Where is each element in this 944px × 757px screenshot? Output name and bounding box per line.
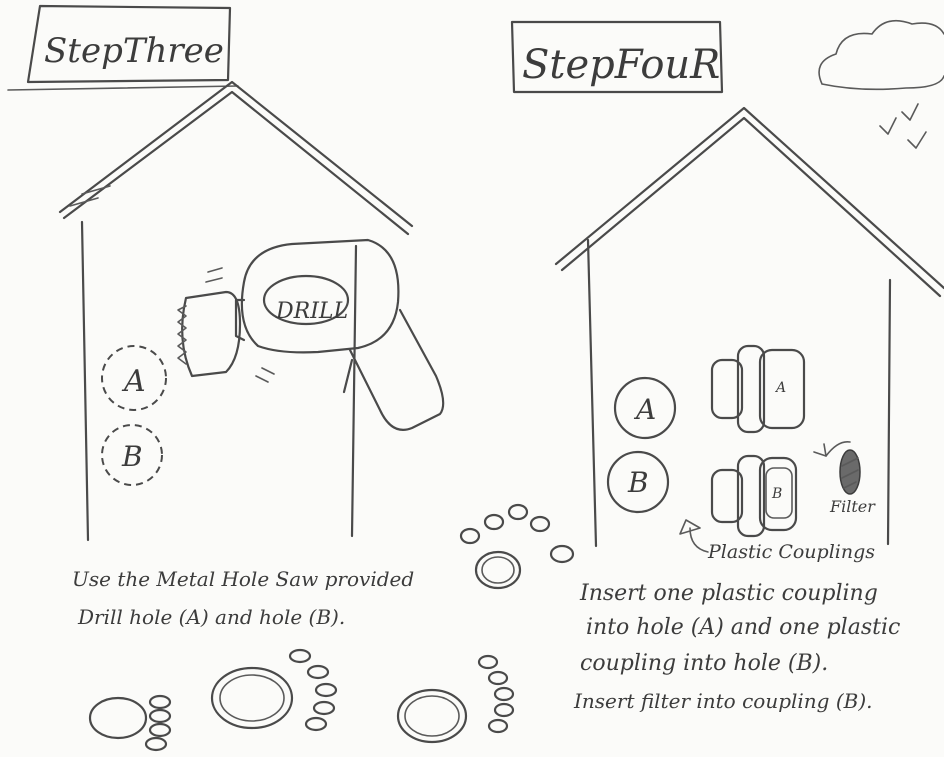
drill-icon — [178, 240, 443, 430]
filter-label: Filter — [829, 497, 876, 516]
step-four-caption-line1: Insert one plastic coupling — [579, 581, 878, 606]
step-three-hole-b-label: B — [121, 440, 143, 473]
birds-icon — [880, 104, 926, 148]
cutout-discs-bottom-right — [398, 656, 513, 742]
step-three-title: StepThree — [44, 31, 224, 71]
coupling-a-letter: A — [774, 380, 786, 396]
step-four-hole-a-label: A — [633, 393, 656, 426]
drill-label: DRILL — [275, 299, 348, 324]
coupling-a-icon — [712, 346, 804, 432]
cutout-discs-bottom-middle — [212, 650, 336, 730]
cloud-icon — [819, 21, 944, 90]
step-four-caption-line2: into hole (A) and one plastic — [586, 615, 900, 640]
cutout-discs-bottom-left — [90, 696, 170, 750]
step-three-caption-line2: Drill hole (A) and hole (B). — [77, 605, 345, 629]
step-four-house — [556, 108, 944, 546]
step-three-hole-a-label: A — [121, 364, 146, 399]
step-three-caption-line1: Use the Metal Hole Saw provided — [72, 567, 414, 591]
couplings-arrow-icon — [680, 520, 708, 552]
cutout-discs-center — [461, 505, 573, 588]
coupling-b-letter: B — [771, 486, 782, 502]
step-four-caption-line3: coupling into hole (B). — [580, 651, 828, 676]
filter-icon — [840, 450, 860, 494]
plastic-couplings-label: Plastic Couplings — [707, 541, 875, 563]
step-four-caption-line4: Insert filter into coupling (B). — [573, 689, 873, 713]
step-four-hole-b-label: B — [627, 466, 649, 499]
step-four-title: StepFouR — [522, 42, 720, 88]
coupling-b-icon — [712, 456, 796, 536]
